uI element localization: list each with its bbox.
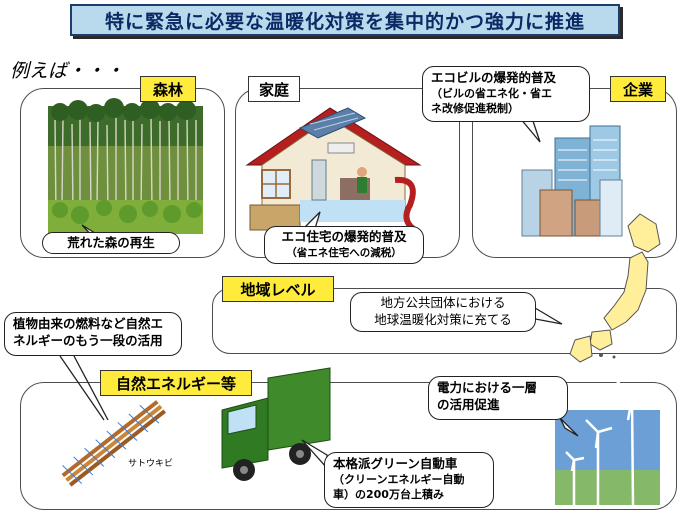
company-bubble-line1: エコビルの爆発的普及 — [431, 70, 557, 85]
region-bubble-line1: 地方公共団体における — [380, 295, 506, 310]
forest-image — [48, 98, 203, 234]
home-caption: エコ住宅の爆発的普及 （省エネ住宅への減税） — [264, 226, 424, 264]
company-label: 企業 — [610, 76, 666, 102]
green-car-line2: （クリーンエネルギー自動 — [333, 472, 465, 486]
eco-building-image — [521, 125, 623, 237]
region-bubble-line2: 地球温暖化対策に充てる — [374, 311, 512, 327]
example-label: 例えば・・・ — [10, 60, 125, 82]
company-bubble-line3: ネ改修促進税制） — [431, 101, 519, 115]
green-car-line1: 本格派グリーン自動車 — [333, 456, 458, 471]
page-title: 特に緊急に必要な温暖化対策を集中的かつ強力に推進 — [70, 4, 620, 36]
renewable-label: 自然エネルギー等 — [100, 370, 252, 396]
wind-farm-image — [555, 379, 660, 506]
forest-label: 森林 — [140, 76, 196, 102]
power-bubble: 電力における一層 の活用促進 — [428, 376, 568, 420]
power-bubble-line2: の活用促進 — [437, 396, 500, 412]
fuel-bubble-line2: ネルギーのもう一段の活用 — [13, 332, 163, 348]
forest-caption: 荒れた森の再生 — [42, 232, 180, 254]
region-bubble: 地方公共団体における 地球温暖化対策に充てる — [350, 292, 536, 332]
green-truck-image — [221, 367, 331, 481]
green-car-line3: 車）の200万台上積み — [333, 487, 444, 501]
home-label: 家庭 — [248, 76, 300, 102]
home-caption-line1: エコ住宅の爆発的普及 — [281, 229, 407, 244]
green-car-bubble: 本格派グリーン自動車 （クリーンエネルギー自動 車）の200万台上積み — [324, 452, 494, 508]
company-bubble: エコビルの爆発的普及 （ビルの省エネ化・省エ ネ改修促進税制） — [422, 66, 590, 122]
company-bubble-line2: （ビルの省エネ化・省エ — [431, 86, 552, 100]
eco-house-image — [245, 107, 422, 235]
fuel-bubble: 植物由来の燃料など自然エ ネルギーのもう一段の活用 — [4, 312, 182, 356]
home-caption-line2: （省エネ住宅への減税） — [286, 246, 402, 259]
forest-caption-text: 荒れた森の再生 — [67, 235, 155, 250]
fuel-bubble-line1: 植物由来の燃料など自然エ — [13, 316, 164, 331]
region-label: 地域レベル — [222, 276, 334, 302]
power-bubble-line1: 電力における一層 — [437, 380, 538, 395]
japan-map-image — [569, 213, 661, 363]
sugarcane-label: サトウキビ — [128, 459, 174, 469]
sugarcane-image — [61, 400, 166, 487]
